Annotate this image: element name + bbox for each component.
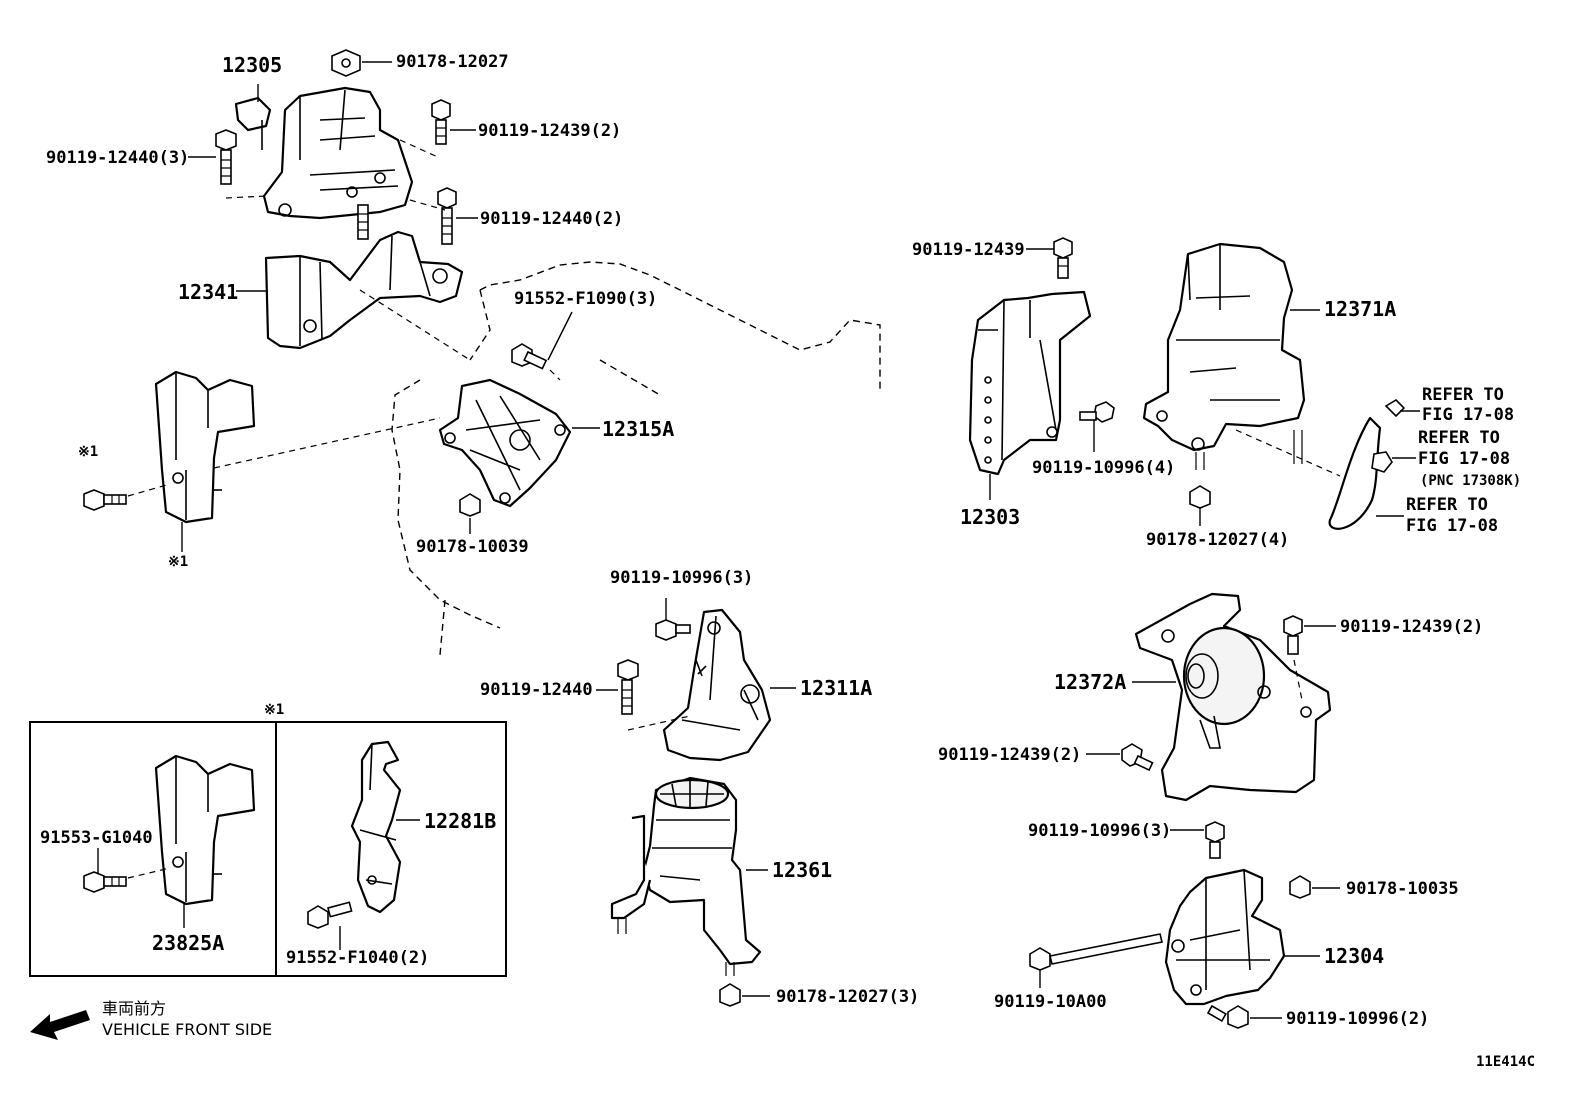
ref1-detail-box xyxy=(29,721,507,977)
bolt-90119-12439-r-icon xyxy=(1053,237,1073,279)
stud-under-12305-icon xyxy=(357,204,369,240)
label-90119-12439-r: 90119-12439 xyxy=(912,240,1025,260)
label-12341: 12341 xyxy=(178,280,238,304)
label-fig-1: FIG 17-08 xyxy=(1422,405,1514,425)
label-90178-10035: 90178-10035 xyxy=(1346,879,1459,899)
label-pnc-17308K: (PNC 17308K) xyxy=(1420,473,1521,489)
direction-label-jp: 車両前方 xyxy=(102,999,166,1018)
part-12341-bracket xyxy=(264,230,464,350)
dash-ref1-to-12315A xyxy=(213,417,441,469)
label-12305: 12305 xyxy=(222,53,282,77)
dash-91553-G1040 xyxy=(127,867,171,879)
label-12281B: 12281B xyxy=(424,809,496,833)
label-90119-12440-3: 90119-12440(3) xyxy=(46,148,189,168)
label-91553-G1040: 91553-G1040 xyxy=(40,828,153,848)
label-90119-12440-mid: 90119-12440 xyxy=(480,680,593,700)
label-12361: 12361 xyxy=(772,858,832,882)
label-90178-12027-4: 90178-12027(4) xyxy=(1146,530,1289,550)
nut-90178-12027-3-icon xyxy=(719,983,741,1007)
label-91552-F1040-2: 91552-F1040(2) xyxy=(286,948,429,968)
label-90178-12027-3: 90178-12027(3) xyxy=(776,987,919,1007)
label-90119-10996-2: 90119-10996(2) xyxy=(1286,1009,1429,1029)
label-90119-10996-3-r: 90119-10996(3) xyxy=(1028,821,1171,841)
dash-12372A-r xyxy=(1293,659,1303,701)
bolt-90119-12440-2-icon xyxy=(437,187,457,245)
bolt-90119-12440-3-icon xyxy=(215,129,237,185)
label-refer-to-3: REFER TO xyxy=(1406,495,1488,515)
part-12361-mount xyxy=(610,776,762,976)
label-fig-3: FIG 17-08 xyxy=(1406,516,1498,536)
label-23825A: 23825A xyxy=(152,931,224,955)
label-12311A: 12311A xyxy=(800,676,872,700)
vehicle-front-arrow-icon xyxy=(30,1010,90,1040)
dash-12305-right xyxy=(399,139,441,159)
dash-91552-F1090 xyxy=(549,369,561,381)
part-12303-bracket xyxy=(968,290,1092,476)
bolt-91552-F1040-2-icon xyxy=(307,901,353,929)
part-12304-bracket xyxy=(1164,868,1286,1006)
label-90119-12439-2-l: 90119-12439(2) xyxy=(938,745,1081,765)
label-90119-12439-2-top: 90119-12439(2) xyxy=(478,121,621,141)
bolt-91553-G1040-icon xyxy=(83,871,127,893)
dash-ref1-bolt xyxy=(127,483,171,497)
bolt-90119-10996-4-icon xyxy=(1079,401,1115,423)
label-refer-to-2: REFER TO xyxy=(1418,428,1500,448)
dash-12305-left xyxy=(225,195,267,199)
label-90119-12439-2-r: 90119-12439(2) xyxy=(1340,617,1483,637)
bolt-90119-10A00-icon xyxy=(1029,933,1163,971)
hose-refer-fig-17-08-icon xyxy=(1328,398,1406,530)
label-12303: 12303 xyxy=(960,505,1020,529)
label-ref1-left: ※1 xyxy=(78,444,98,460)
label-12372A: 12372A xyxy=(1054,670,1126,694)
bolt-ref1-left-icon xyxy=(83,489,127,511)
label-90119-10A00: 90119-10A00 xyxy=(994,992,1107,1012)
dash-12371A xyxy=(1235,429,1341,477)
bolt-90119-10996-3-mid-icon xyxy=(655,619,691,641)
label-91552-F1090-3: 91552-F1090(3) xyxy=(514,289,657,309)
engine-outline xyxy=(391,261,881,656)
label-90178-12027-top: 90178-12027 xyxy=(396,52,509,72)
label-90119-10996-3-mid: 90119-10996(3) xyxy=(610,568,753,588)
part-ref1-bracket-left xyxy=(154,370,256,524)
label-box-ref1: ※1 xyxy=(264,702,284,718)
label-90119-10996-4: 90119-10996(4) xyxy=(1032,458,1175,478)
bolt-90119-12440-mid-icon xyxy=(617,659,639,715)
part-12372A-mount xyxy=(1134,592,1332,802)
bolt-90119-12439-2-top-icon xyxy=(431,99,451,145)
label-fig-2: FIG 17-08 xyxy=(1418,449,1510,469)
bolt-90119-12439-2-r-icon xyxy=(1283,615,1303,655)
nut-90178-10039-icon xyxy=(459,493,481,517)
bolt-91552-F1090-3-icon xyxy=(511,343,548,370)
nut-90178-10035-icon xyxy=(1289,875,1311,899)
label-90119-12440-2: 90119-12440(2) xyxy=(480,209,623,229)
leader-lines xyxy=(97,61,1420,1019)
label-90178-10039: 90178-10039 xyxy=(416,537,529,557)
part-12305-mount xyxy=(234,86,414,220)
bolt-90119-10996-2-icon xyxy=(1206,1004,1249,1029)
part-12315A-bracket xyxy=(438,378,572,508)
part-12371A-mount xyxy=(1142,242,1306,470)
bolt-90119-12439-2-l-icon xyxy=(1121,743,1154,772)
label-ref1-below: ※1 xyxy=(168,554,188,570)
nut-90178-12027-4-icon xyxy=(1189,485,1211,509)
part-23825A-bracket xyxy=(154,754,256,906)
bolt-90119-10996-3-r-icon xyxy=(1205,821,1225,859)
nut-90178-12027-top-icon xyxy=(331,49,361,77)
label-12304: 12304 xyxy=(1324,944,1384,968)
label-12315A: 12315A xyxy=(602,417,674,441)
label-12371A: 12371A xyxy=(1324,297,1396,321)
direction-label-en: VEHICLE FRONT SIDE xyxy=(102,1020,272,1039)
label-refer-to-1: REFER TO xyxy=(1422,385,1504,405)
part-12281B-bracket xyxy=(350,740,402,914)
figure-code: 11E414C xyxy=(1476,1054,1535,1070)
part-12311A-bracket xyxy=(662,608,772,762)
